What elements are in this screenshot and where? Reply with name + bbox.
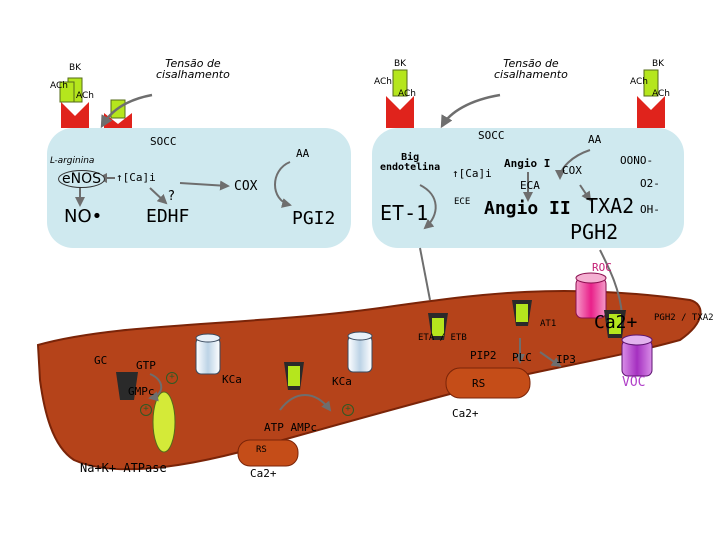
- shear-arrow-left: [100, 93, 153, 129]
- label-roc: ROC: [592, 261, 612, 274]
- arrow-aa-to-cox: [274, 161, 292, 208]
- label-ach-middle-2: ACh: [398, 89, 416, 99]
- receptor-ach-left: [59, 81, 75, 103]
- label-plc: PLC: [512, 351, 532, 364]
- plus-icon-2: +: [140, 404, 152, 416]
- arrow-ca-to-edhf: [149, 187, 168, 205]
- arrow-to-txa2: [579, 184, 592, 202]
- label-pgi2: PGI2: [292, 208, 336, 229]
- receptor-at1: [512, 300, 532, 326]
- label-cox-right: COX: [562, 164, 582, 177]
- label-atp-ampc: ATP AMPc: [264, 421, 317, 434]
- label-pgh2-txa2: PGH2 / TXA2: [654, 313, 714, 323]
- endothelial-cell-left: [47, 128, 351, 248]
- label-kca-right: KCa: [332, 375, 352, 388]
- shear-arrow-right: [440, 93, 501, 129]
- label-eca: ECA: [520, 179, 540, 192]
- label-gc: GC: [94, 354, 108, 367]
- label-bk-middle: BK: [394, 59, 407, 69]
- label-shear-left: Tensão de cisalhamento: [156, 57, 230, 81]
- label-eta-etb: ETA / ETB: [418, 333, 467, 343]
- label-angio-ii: Angio II: [484, 198, 571, 219]
- label-ip3: IP3: [556, 353, 576, 366]
- label-cox-left: COX: [234, 179, 258, 194]
- arrow-ip3: [539, 351, 562, 368]
- receptor-eta-etb: [428, 313, 448, 340]
- label-na-k-atpase: Na+K+ ATPase: [80, 461, 167, 475]
- label-et1: ET-1: [380, 201, 429, 225]
- label-ca-left: ↑[Ca]i: [116, 171, 156, 184]
- label-bk-left: BK: [69, 63, 82, 73]
- receptor-gc: [116, 372, 138, 400]
- roc-channel: [575, 272, 607, 319]
- kca-channel-left: [195, 333, 221, 375]
- receptor-bk-middle: [386, 69, 414, 128]
- label-ca2-small-left: Ca2+: [250, 467, 277, 480]
- arrow-pgh2-down: [599, 249, 623, 316]
- label-kca-left: KCa: [222, 373, 242, 386]
- arrow-et1-down: [419, 247, 431, 301]
- plus-icon-1: +: [166, 372, 178, 384]
- receptor-ach-left-2: [104, 99, 132, 128]
- label-oono: OONO-: [620, 154, 654, 167]
- arrow-ca-to-cox: [179, 180, 230, 191]
- label-gmpc: GMPc: [128, 385, 155, 398]
- arrow-gtp: [148, 373, 163, 402]
- label-voc: VOC: [622, 375, 646, 390]
- label-ach-right-2: ACh: [652, 89, 670, 99]
- receptor-bk-right: [637, 69, 665, 128]
- label-aa-left: AA: [296, 147, 310, 160]
- rs-membrane-right: [445, 367, 531, 399]
- receptor-ac: [284, 362, 304, 390]
- rs-membrane-left: [237, 439, 299, 467]
- label-ach-right: ACh: [630, 77, 648, 87]
- label-edhf: EDHF: [146, 206, 190, 227]
- label-aa-right: AA: [588, 133, 602, 146]
- label-ca2-small-right: Ca2+: [452, 407, 479, 420]
- label-rs-left: RS: [256, 445, 267, 455]
- label-pip2: PIP2: [470, 349, 497, 362]
- arrow-atp-ampc: [279, 394, 332, 412]
- plus-icon-3: +: [342, 404, 354, 416]
- label-o2: O2-: [640, 177, 660, 190]
- label-ece: ECE: [454, 197, 471, 207]
- label-no: NO•: [64, 206, 103, 227]
- label-rs-right: RS: [472, 377, 486, 390]
- label-oh: OH-: [640, 203, 660, 216]
- label-l-arginina: L-arginina: [50, 156, 95, 166]
- label-ca2-big: Ca2+: [594, 312, 638, 333]
- voc-channel: [621, 334, 653, 377]
- label-angio-i: Angio I: [504, 157, 551, 170]
- label-enos: eNOS: [58, 170, 105, 188]
- label-bk-right: BK: [652, 59, 665, 69]
- arrow-big-endothelin: [419, 184, 437, 230]
- label-at1: AT1: [540, 319, 557, 329]
- label-question: ?: [168, 189, 175, 204]
- na-k-atpase: [152, 391, 176, 453]
- label-ach-left-2: ACh: [76, 91, 94, 101]
- arrow-aa-to-cox-2: [555, 149, 591, 180]
- label-ach-left: ACh: [50, 81, 68, 91]
- kca-channel-right: [347, 331, 373, 373]
- label-shear-right: Tensão de cisalhamento: [494, 57, 568, 81]
- label-txa2: TXA2: [586, 194, 635, 218]
- label-socc-left: SOCC: [150, 135, 177, 148]
- label-socc-right: SOCC: [478, 129, 505, 142]
- label-pgh2: PGH2: [570, 220, 619, 244]
- label-gtp: GTP: [136, 359, 156, 372]
- receptor-pgh2-txa2: [604, 310, 626, 338]
- label-big-endotelina: Big endotelina: [380, 152, 441, 173]
- label-ca-right: ↑[Ca]i: [452, 167, 492, 180]
- label-ach-middle: ACh: [374, 77, 392, 87]
